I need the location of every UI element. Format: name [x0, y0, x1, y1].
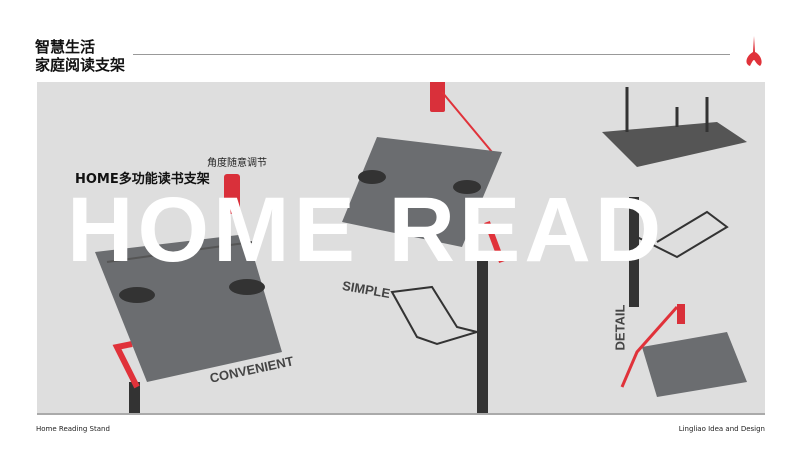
title-line-2: 家庭阅读支架: [35, 56, 126, 74]
brand-logo: [746, 36, 762, 66]
footer-left: Home Reading Stand: [36, 425, 110, 433]
header-divider: [133, 54, 730, 55]
stand-simple: [342, 82, 505, 413]
detail-views: [602, 87, 747, 397]
label-detail: DETAIL: [612, 304, 628, 351]
title-line-1: 智慧生活: [35, 38, 96, 56]
product-showcase-panel: HOME READ 角度随意调节 HOME多功能读书支架 SIMPLE CONV…: [37, 82, 765, 415]
footer-right: Lingliao Idea and Design: [678, 425, 765, 433]
product-renders: [95, 82, 747, 413]
subtitle: 角度随意调节: [207, 158, 267, 169]
watermark-text: HOME READ: [67, 179, 666, 281]
headline: HOME多功能读书支架: [75, 172, 210, 187]
stand-convenient: [95, 174, 282, 413]
